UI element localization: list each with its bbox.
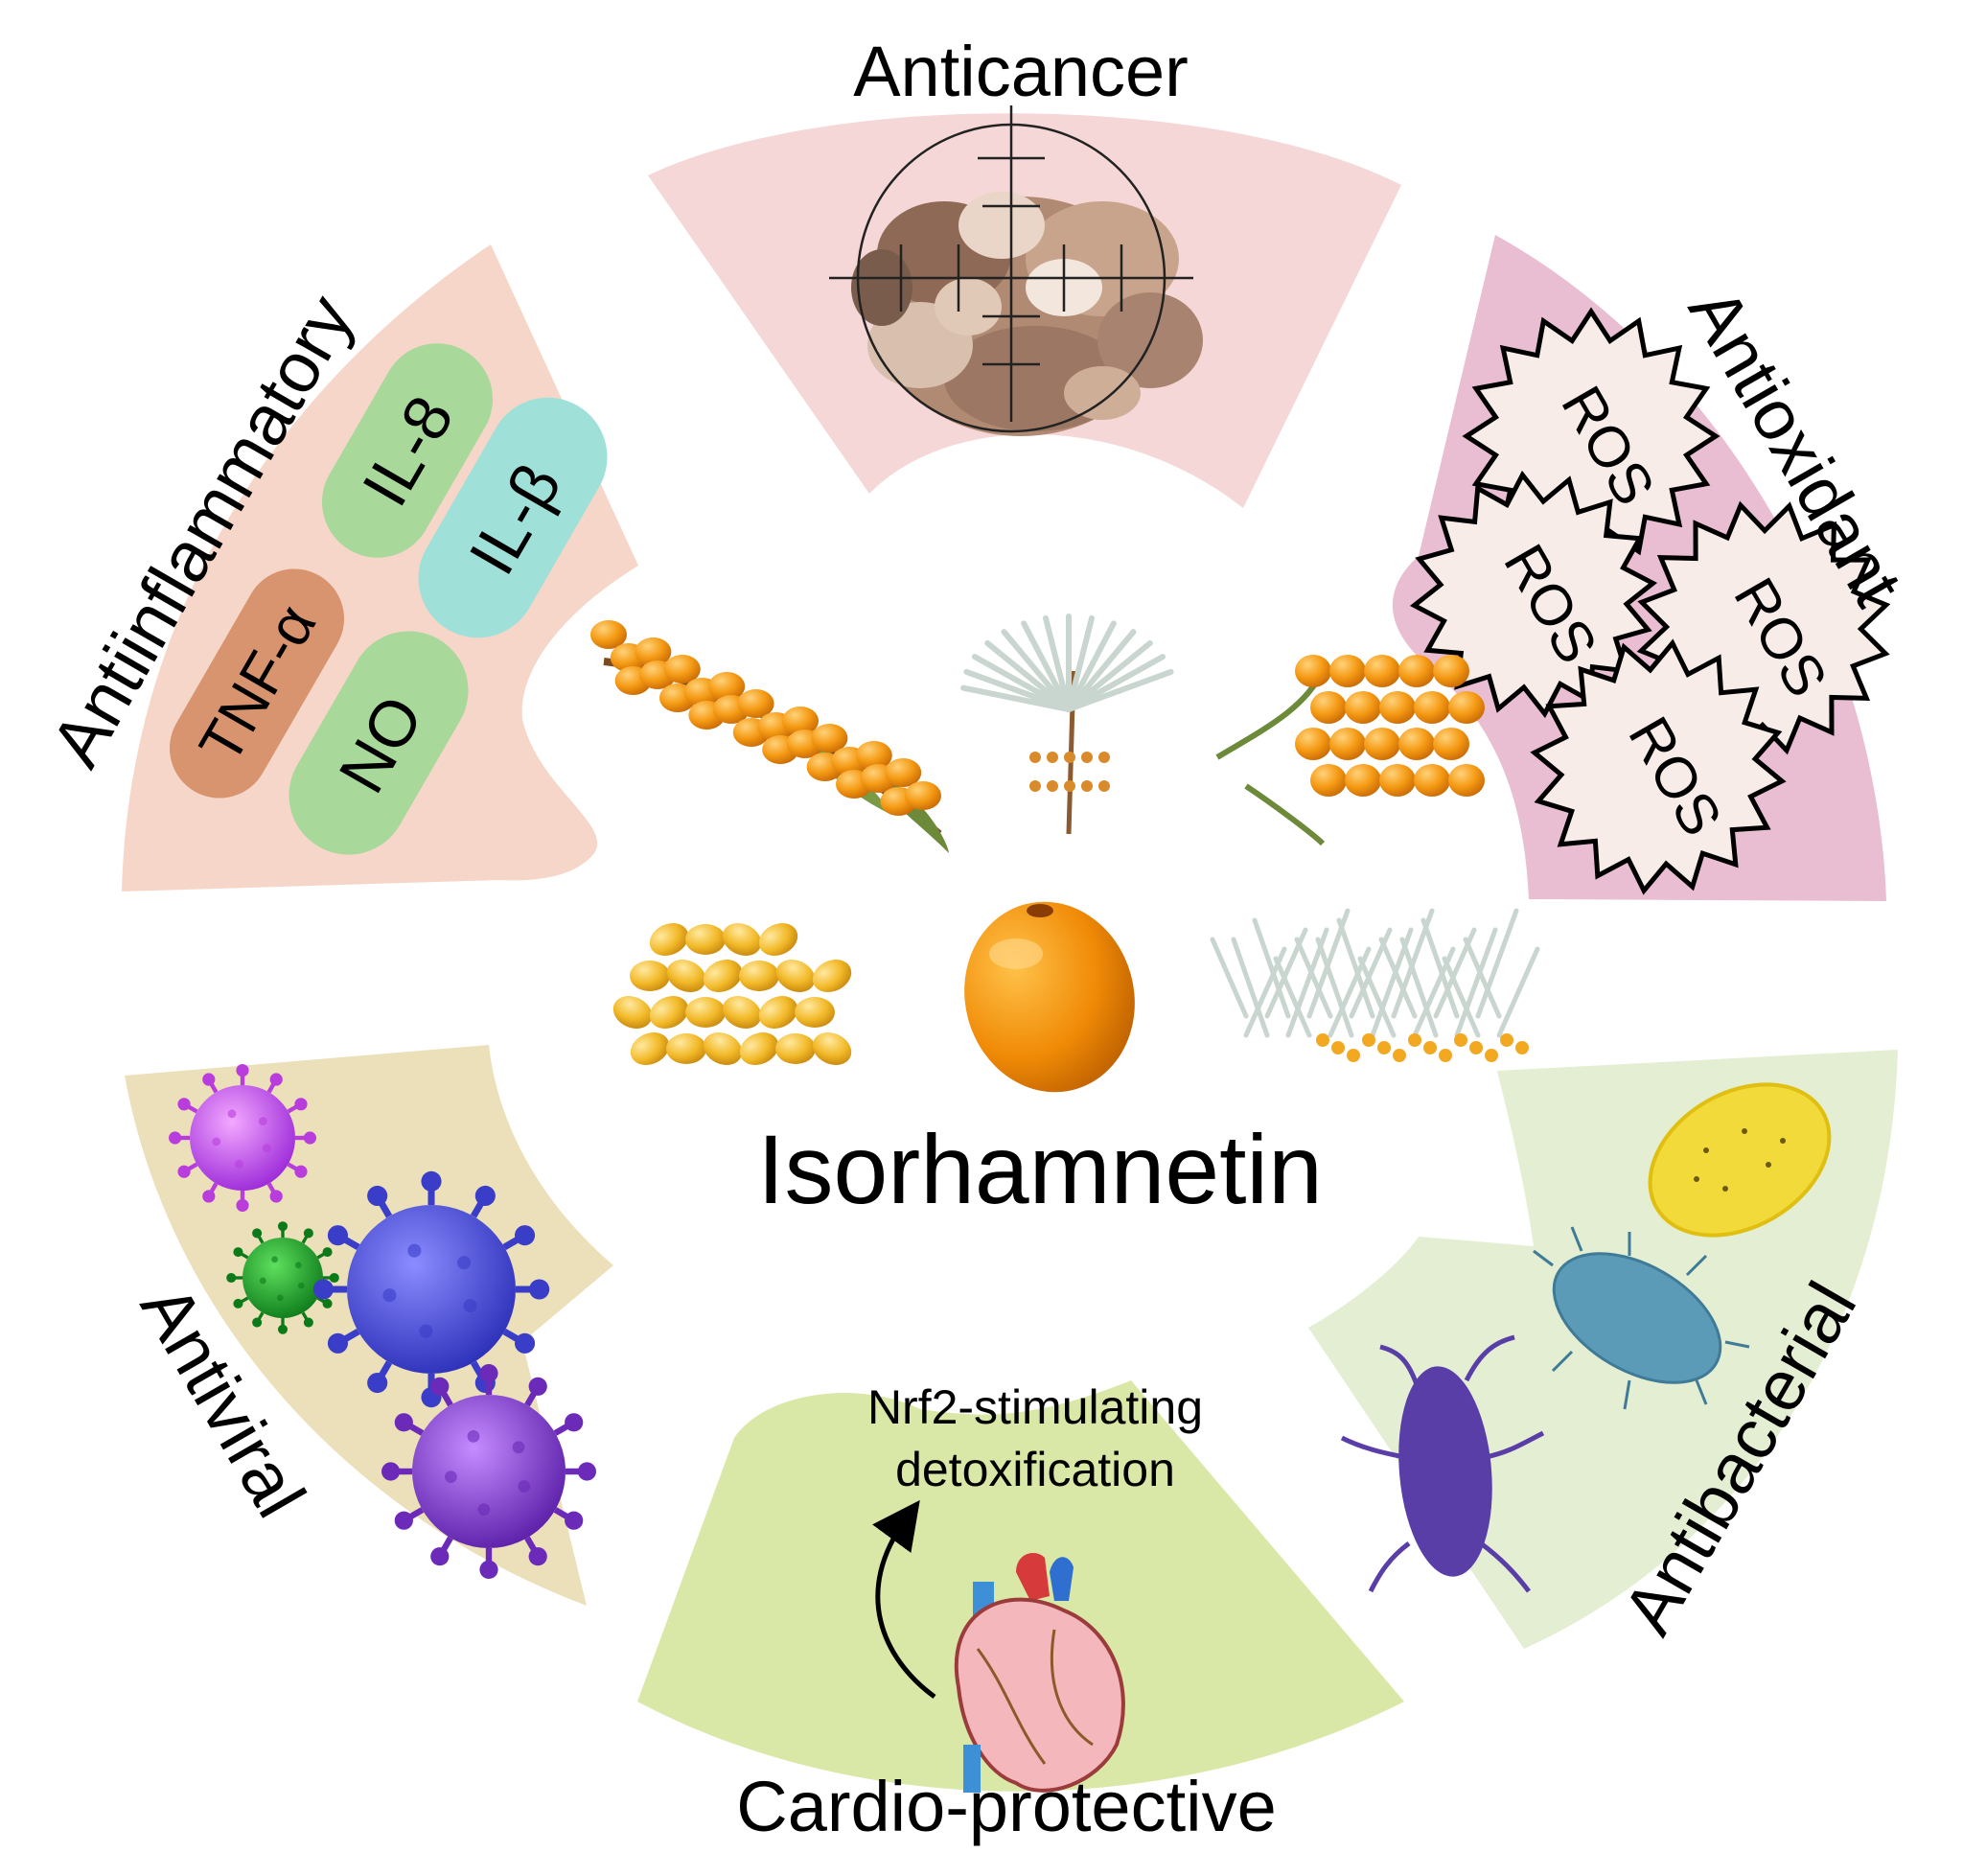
crosshair-icon [829,105,1193,433]
label-anticancer: Anticancer [853,32,1189,111]
cardio-note-line1: Nrf2-stimulating [867,1380,1203,1434]
virus-icon [226,1221,339,1334]
virus-icon [381,1364,597,1579]
ros-burst-icon: ROS [1409,470,1658,719]
center-title: Isorhamnetin [757,1115,1323,1224]
single-berry-icon [964,901,1135,1093]
sea-buckthorn-images [590,614,1540,1093]
bacterium-blue-icon [1533,1226,1750,1410]
berry-pile-icon [612,922,852,1066]
virus-icon [312,1170,550,1408]
leaf-sprig-icon [960,614,1174,835]
bacterium-purple-icon [1340,1334,1545,1593]
ros-burst-icon: ROS [1530,638,1787,895]
bacterium-yellow-icon [1648,1082,1832,1238]
virus-icon [169,1064,316,1212]
sector-cardio [637,1380,1404,1792]
viruses [169,1064,597,1579]
label-cardio: Cardio-protective [736,1767,1276,1846]
berry-cluster-icon [1295,655,1485,797]
berry-cluster-icon [590,620,941,816]
heart-icon [955,1553,1125,1793]
leaf-sprig-icon [1210,908,1540,1062]
cardio-arrow [872,1499,936,1700]
marker-no: NO [289,631,469,855]
cardio-note-line2: detoxification [895,1443,1175,1496]
